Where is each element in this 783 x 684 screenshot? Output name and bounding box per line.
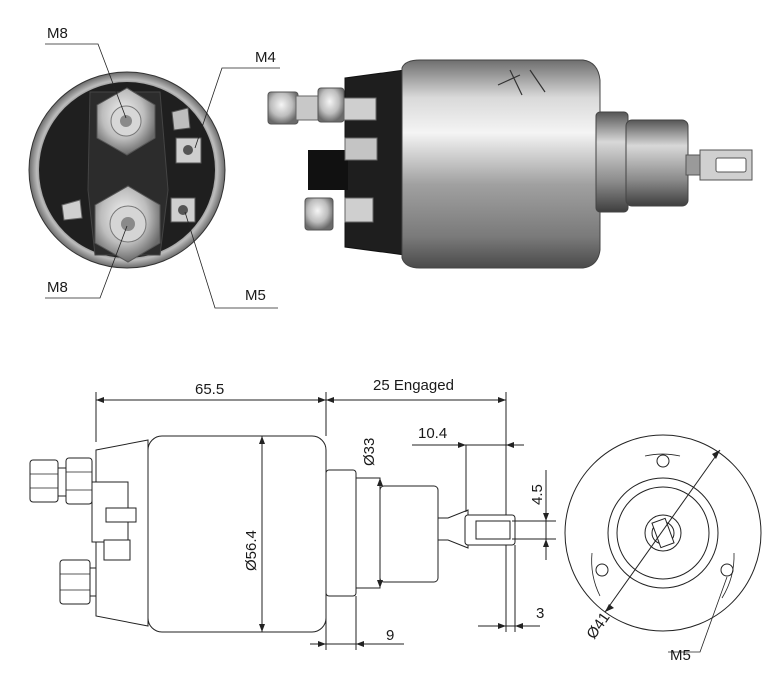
dim-eye-offset: 10.4 [418,425,447,442]
dim-nose-diameter: Ø33 [361,438,378,466]
side-view-photo [267,59,753,269]
plunger-eye [685,149,753,181]
dim-stroke-engaged: 25 Engaged [373,377,454,394]
dim-eye-width: 4.5 [529,484,546,505]
label-m5-photo: M5 [245,287,266,304]
front-drawing [564,434,762,653]
dim-body-diameter: Ø56.4 [243,530,260,571]
side-upper-stud [267,87,377,125]
m5-terminal [170,197,196,223]
m8-bottom-stud [61,185,161,263]
dim-nose-length: 9 [386,627,394,644]
dim-body-length: 65.5 [195,381,224,398]
side-dimension-lines [95,392,556,650]
label-m8-top: M8 [47,25,68,42]
side-lower-stud [304,197,374,231]
label-m8-bottom: M8 [47,279,68,296]
end-view-photo [28,71,226,269]
label-m4: M4 [255,49,276,66]
side-drawing [29,435,516,633]
label-m5-front: M5 [670,647,691,664]
m8-top-stud [96,87,156,156]
photo-leaders [45,43,280,309]
dim-eye-thickness: 3 [536,605,544,622]
